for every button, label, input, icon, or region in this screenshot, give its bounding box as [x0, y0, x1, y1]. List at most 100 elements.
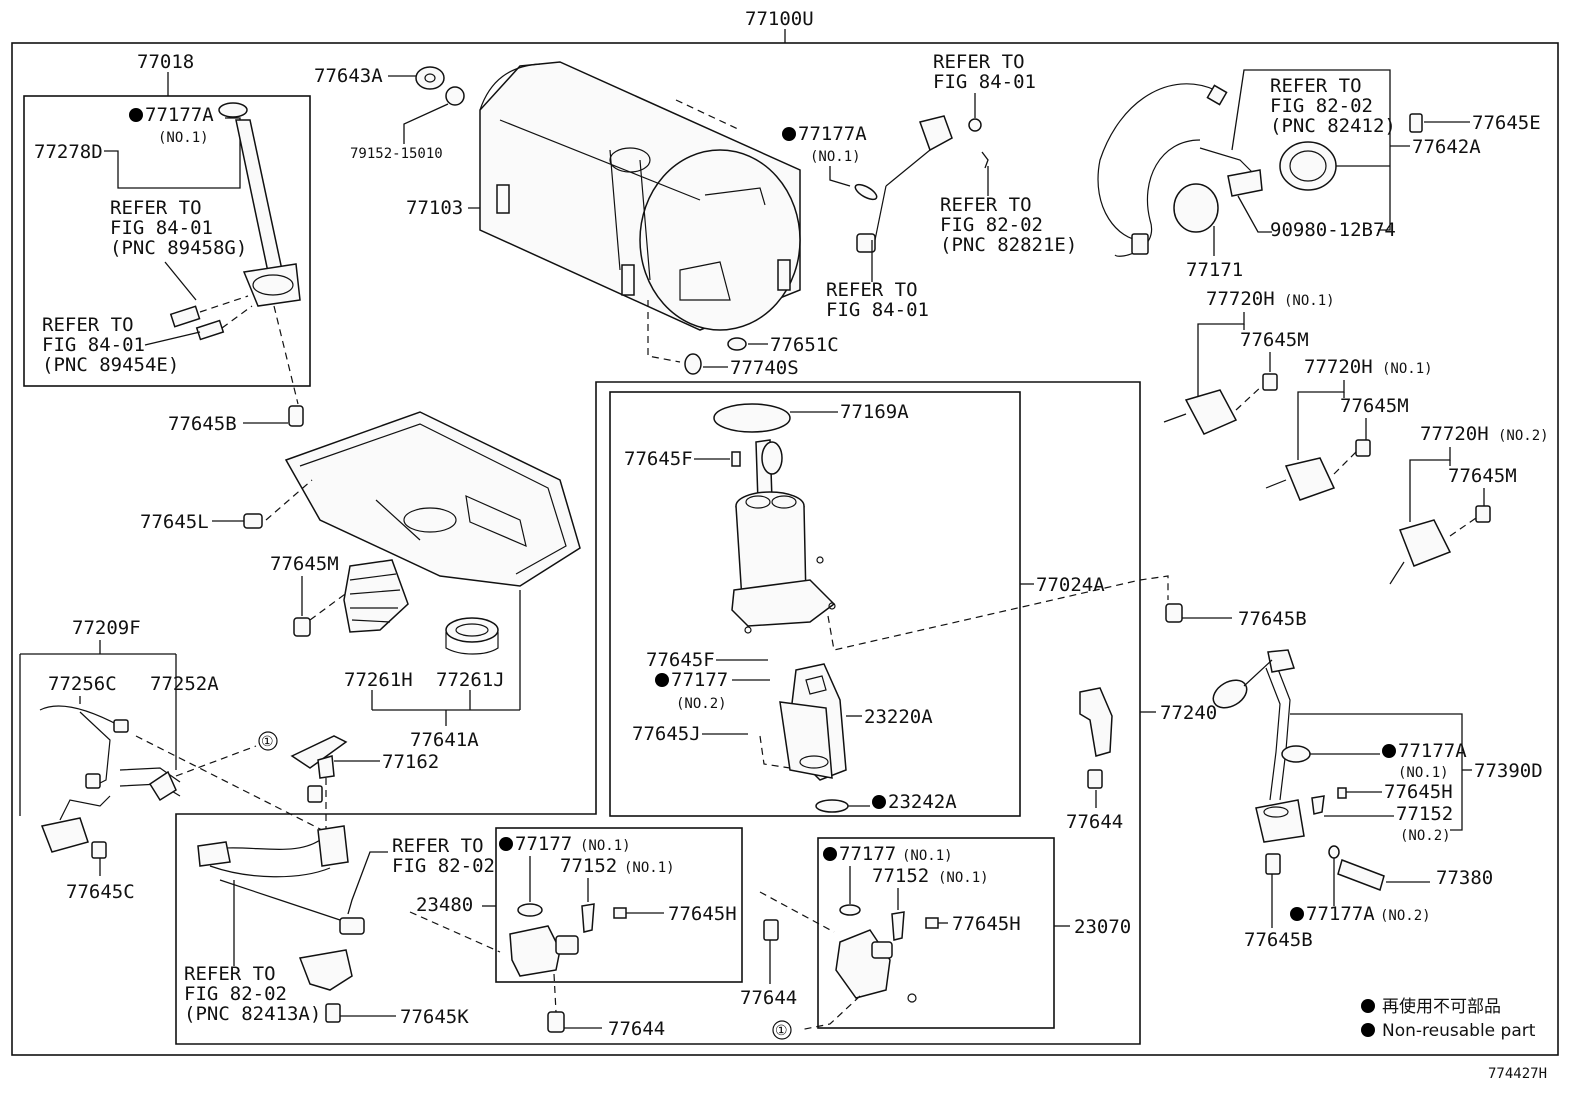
svg-text:REFER TO: REFER TO — [940, 194, 1032, 216]
svg-text:77645J: 77645J — [632, 723, 701, 745]
valve-box-23070 — [817, 837, 1055, 1029]
svg-text:①: ① — [775, 1023, 788, 1039]
filler-neck-77390D — [1212, 649, 1305, 843]
svg-text:(NO.1): (NO.1) — [938, 870, 989, 886]
svg-text:77645B: 77645B — [1238, 608, 1307, 630]
svg-text:77720H: 77720H — [1420, 423, 1489, 445]
svg-text:FIG 84-01: FIG 84-01 — [933, 71, 1036, 93]
svg-text:77643A: 77643A — [314, 65, 383, 87]
svg-text:90980-12B74: 90980-12B74 — [1270, 219, 1396, 241]
svg-text:REFER TO: REFER TO — [933, 51, 1025, 73]
svg-text:(NO.2): (NO.2) — [1400, 828, 1451, 844]
svg-text:①: ① — [261, 734, 274, 750]
box-77018 — [23, 95, 311, 387]
plug-79152 — [445, 86, 465, 106]
sensor-connector — [169, 305, 201, 328]
svg-text:77261H: 77261H — [344, 669, 413, 691]
svg-text:77209F: 77209F — [72, 617, 141, 639]
legend-en: Non-reusable part — [1382, 1021, 1536, 1041]
svg-text:77651C: 77651C — [770, 334, 839, 356]
svg-text:77256C: 77256C — [48, 673, 117, 695]
svg-text:FIG 84-01: FIG 84-01 — [110, 217, 213, 239]
legend-dot-en — [1361, 1023, 1375, 1037]
svg-text:77240: 77240 — [1160, 702, 1217, 724]
svg-text:77390D: 77390D — [1474, 760, 1543, 782]
svg-text:77645F: 77645F — [646, 649, 715, 671]
svg-text:(NO.1): (NO.1) — [902, 848, 953, 864]
svg-text:(NO.1): (NO.1) — [810, 149, 861, 165]
svg-text:77152: 77152 — [1396, 803, 1453, 825]
svg-text:77645H: 77645H — [1384, 781, 1453, 803]
wire-harness-top — [1097, 83, 1263, 257]
assembly-label: 77100U — [745, 8, 814, 30]
svg-text:77645H: 77645H — [668, 903, 737, 925]
pump-77720H-1 — [1163, 389, 1238, 435]
gasket-77169A — [713, 403, 791, 433]
svg-text:(NO.2): (NO.2) — [676, 696, 727, 712]
sender-plate-77642A — [1279, 141, 1337, 191]
svg-text:77177A: 77177A — [1306, 903, 1375, 925]
boot-77261H — [343, 559, 409, 633]
fuel-pump-module — [731, 439, 836, 634]
svg-text:(PNC 89458G): (PNC 89458G) — [110, 237, 247, 259]
pump-module-frame — [609, 391, 1021, 817]
legend-dot-jp — [1361, 999, 1375, 1013]
svg-text:77177A: 77177A — [798, 123, 867, 145]
svg-text:77152: 77152 — [560, 855, 617, 877]
svg-text:77645B: 77645B — [1244, 929, 1313, 951]
pump-bracket-23220A — [779, 663, 847, 781]
svg-text:REFER TO: REFER TO — [826, 279, 918, 301]
svg-text:77645H: 77645H — [952, 913, 1021, 935]
legend-jp: 再使用不可部品 — [1382, 996, 1501, 1017]
wire-harness-bottom — [197, 825, 365, 991]
svg-text:77177: 77177 — [839, 843, 896, 865]
svg-text:77169A: 77169A — [840, 401, 909, 423]
svg-text:(NO.2): (NO.2) — [1380, 908, 1431, 924]
pump-77720H-2 — [1265, 457, 1336, 501]
protector-plate — [284, 411, 581, 587]
svg-text:REFER TO: REFER TO — [110, 197, 202, 219]
svg-text:(NO.2): (NO.2) — [1498, 428, 1549, 444]
figure-id: 774427H — [1488, 1066, 1547, 1082]
svg-text:(PNC 89454E): (PNC 89454E) — [42, 354, 179, 376]
svg-text:REFER TO: REFER TO — [1270, 75, 1362, 97]
gasket-77177A — [218, 102, 248, 118]
bracket-77240 — [1079, 687, 1113, 757]
svg-text:(NO.1): (NO.1) — [580, 838, 631, 854]
svg-text:79152-15010: 79152-15010 — [350, 146, 443, 162]
svg-text:77261J: 77261J — [436, 669, 505, 691]
svg-text:23220A: 23220A — [864, 706, 933, 728]
hose-77380 — [1337, 859, 1385, 891]
fuel-sender-gauge — [856, 115, 953, 253]
svg-text:77645M: 77645M — [1340, 395, 1409, 417]
svg-text:REFER TO: REFER TO — [392, 835, 484, 857]
svg-text:77645C: 77645C — [66, 881, 135, 903]
svg-text:77252A: 77252A — [150, 673, 219, 695]
svg-text:(PNC 82413A): (PNC 82413A) — [184, 1003, 321, 1025]
svg-text:77177: 77177 — [515, 833, 572, 855]
bracket-77162 — [290, 735, 348, 779]
svg-text:77380: 77380 — [1436, 867, 1493, 889]
svg-text:77645M: 77645M — [1240, 329, 1309, 351]
svg-text:77177A: 77177A — [1398, 740, 1467, 762]
svg-text:23242A: 23242A — [888, 791, 957, 813]
svg-text:77645M: 77645M — [270, 553, 339, 575]
bolt-77645E — [1409, 113, 1423, 133]
gasket-77171 — [1173, 183, 1219, 233]
pump-77720H-3 — [1389, 519, 1452, 585]
svg-text:(PNC 82412): (PNC 82412) — [1270, 115, 1396, 137]
svg-text:77720H: 77720H — [1206, 288, 1275, 310]
svg-text:FIG 82-02: FIG 82-02 — [184, 983, 287, 1005]
svg-text:REFER TO: REFER TO — [42, 314, 134, 336]
svg-text:77171: 77171 — [1186, 259, 1243, 281]
label-77645B-a: 77645B — [168, 413, 237, 435]
svg-text:FIG 82-02: FIG 82-02 — [940, 214, 1043, 236]
svg-text:77024A: 77024A — [1036, 574, 1105, 596]
svg-text:(NO.1): (NO.1) — [158, 130, 209, 146]
svg-text:77645K: 77645K — [400, 1006, 469, 1028]
bolt-77645B — [288, 405, 304, 427]
fuel-pump-assembly-frame — [175, 381, 1141, 1045]
label-77018: 77018 — [137, 51, 194, 73]
svg-text:77152: 77152 — [872, 865, 929, 887]
